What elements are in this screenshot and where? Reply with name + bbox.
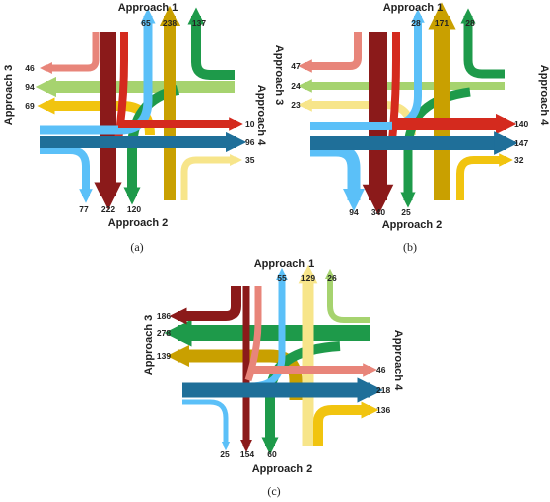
flow-b3-pink <box>298 32 362 73</box>
panel-a-count-a1-left: 65 <box>141 18 151 28</box>
panel-c-approach-2-label: Approach 2 <box>252 463 313 475</box>
flow-c4-gold <box>313 401 379 446</box>
panel-b-count-a3-mid: 24 <box>291 81 301 91</box>
panel-a-approach-1-label: Approach 1 <box>118 2 179 14</box>
panel-a-count-a3-mid: 94 <box>25 82 35 92</box>
panel-c-count-a4-bot: 136 <box>376 405 390 415</box>
panel-b-count-a2-right: 25 <box>401 207 411 217</box>
panel-c-count-a2-mid: 154 <box>240 449 254 459</box>
panel-c-count-a2-left: 25 <box>220 449 230 459</box>
panel-b-count-a3-top: 47 <box>291 61 301 71</box>
panel-c-count-a1-right: 26 <box>327 273 337 283</box>
flow-c2-lightblue <box>182 399 231 451</box>
panel-a: Approach 1 Approach 2 Approach 3 Approac… <box>3 2 267 254</box>
panel-c-approach-3-label: Approach 3 <box>143 315 155 376</box>
panel-c-count-a1-left: 55 <box>277 273 287 283</box>
panel-b-caption: (b) <box>403 240 417 254</box>
panel-b-count-a4-mid: 147 <box>514 138 528 148</box>
panel-b: Approach 1 Approach 2 Approach 3 Approac… <box>273 2 550 254</box>
panel-b-count-a1-mid: 171 <box>435 18 449 28</box>
panel-b-count-a4-bot: 32 <box>514 155 524 165</box>
panel-b-count-a2-left: 94 <box>349 207 359 217</box>
panel-c-count-a4-mid: 218 <box>376 385 390 395</box>
panel-c-approach-4-label: Approach 4 <box>392 330 404 391</box>
panel-a-caption: (a) <box>130 240 143 254</box>
flow-a2-lightblue <box>40 146 93 203</box>
panel-b-approach-4-label: Approach 4 <box>538 65 550 126</box>
flow-b2-red <box>388 32 400 141</box>
panel-b-approach-2-label: Approach 2 <box>382 219 443 231</box>
panel-c-count-a1-mid: 129 <box>301 273 315 283</box>
panel-a-approach-2-label: Approach 2 <box>108 217 169 229</box>
flow-a1-green <box>187 7 235 80</box>
flow-a4-lightyellow <box>180 154 242 200</box>
panel-a-count-a2-right: 120 <box>127 204 141 214</box>
panel-a-approach-4-label: Approach 4 <box>255 85 267 146</box>
panel-c: Approach 1 Approach 2 Approach 3 Approac… <box>143 258 404 498</box>
flow-b2-lightblue <box>310 143 366 212</box>
panel-b-count-a1-right: 28 <box>465 18 475 28</box>
panel-c-caption: (c) <box>267 484 280 498</box>
flow-c1-lightgreen <box>324 268 370 323</box>
panel-c-count-a3-mid: 278 <box>157 328 171 338</box>
panel-b-count-a2-mid: 340 <box>371 207 385 217</box>
panel-a-count-a4-bot: 35 <box>245 155 255 165</box>
flow-c3-darkred <box>169 286 241 325</box>
panel-c-approach-1-label: Approach 1 <box>254 258 315 270</box>
panel-a-approach-3-label: Approach 3 <box>3 65 15 126</box>
panel-c-flows <box>164 264 383 455</box>
flow-b4-gold <box>456 153 513 200</box>
panel-a-count-a2-left: 77 <box>79 204 89 214</box>
panel-c-count-a2-right: 60 <box>267 449 277 459</box>
panel-b-count-a1-left: 28 <box>411 18 421 28</box>
panel-b-approach-3-label: Approach 3 <box>273 45 285 106</box>
panel-b-count-a4-top: 140 <box>514 119 528 129</box>
panel-b-count-a3-bot: 23 <box>291 100 301 110</box>
panel-a-count-a4-top: 10 <box>245 119 255 129</box>
panel-a-count-a4-mid: 96 <box>245 137 255 147</box>
panel-a-flows <box>35 5 247 210</box>
panel-a-count-a3-top: 46 <box>25 63 35 73</box>
panel-b-flows <box>298 2 518 216</box>
flow-b1-green <box>460 8 505 79</box>
panel-b-approach-1-label: Approach 1 <box>383 2 444 14</box>
flow-a3-pink <box>40 32 100 74</box>
panel-a-count-a1-mid: 238 <box>163 18 177 28</box>
panel-a-count-a2-mid: 222 <box>101 204 115 214</box>
panel-a-count-a1-right: 137 <box>192 18 206 28</box>
panel-c-count-a3-bot: 139 <box>157 351 171 361</box>
panel-c-count-a4-top: 46 <box>376 365 386 375</box>
flow-c2-pink <box>244 286 262 382</box>
panel-c-count-a3-top: 186 <box>157 311 171 321</box>
panel-a-count-a3-bot: 69 <box>25 101 35 111</box>
